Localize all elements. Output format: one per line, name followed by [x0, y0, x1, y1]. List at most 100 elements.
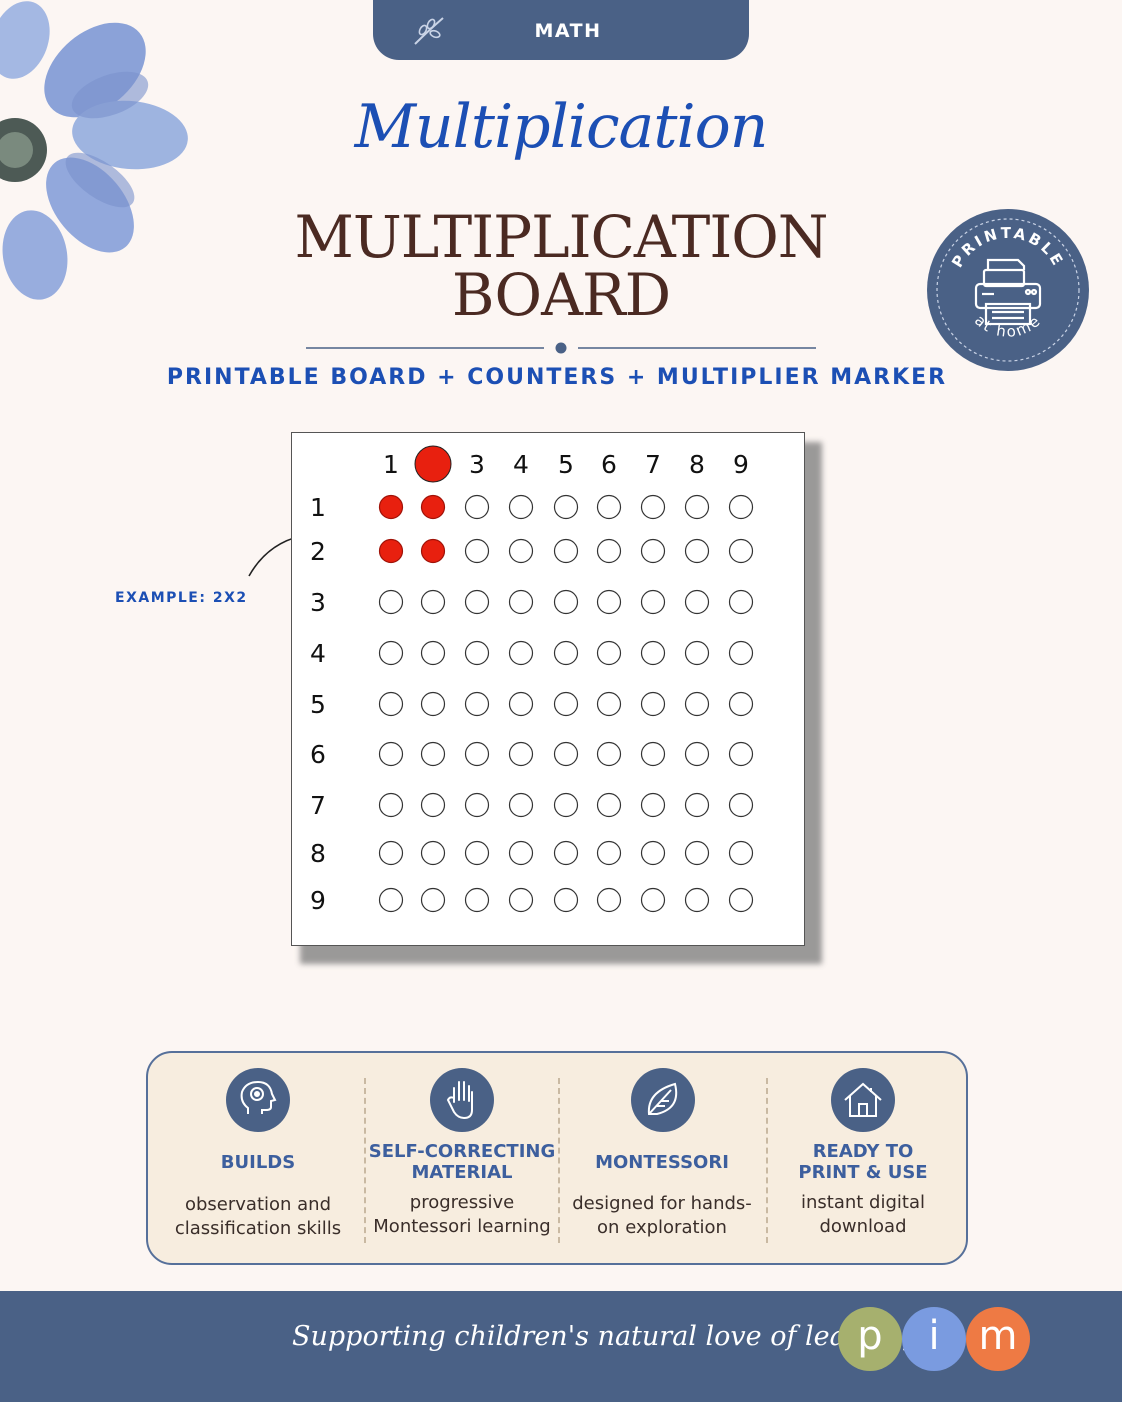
counter-empty	[596, 792, 622, 818]
features-box: BUILDS observation and classification sk…	[146, 1051, 968, 1265]
feature-title-line: MATERIAL	[411, 1162, 513, 1183]
counter-empty	[464, 691, 490, 717]
counter-empty	[728, 589, 754, 615]
feature-desc-line: download	[819, 1216, 907, 1237]
row-label: 7	[310, 791, 326, 820]
counter-empty	[508, 538, 534, 564]
column-label: 9	[733, 450, 749, 479]
logo-letter: i	[928, 1313, 940, 1359]
printer-icon	[974, 258, 1042, 326]
counter-filled	[420, 494, 446, 520]
hand-icon	[430, 1068, 494, 1132]
counter-empty	[378, 640, 404, 666]
feature-title: READY TO PRINT & USE	[770, 1141, 956, 1183]
counter-empty	[596, 840, 622, 866]
row-label: 8	[310, 839, 326, 868]
feature-title-line: READY TO	[812, 1141, 914, 1162]
counter-empty	[508, 494, 534, 520]
counter-empty	[420, 840, 446, 866]
counter-empty	[684, 589, 710, 615]
feature-title: MONTESSORI	[595, 1152, 729, 1173]
counter-empty	[640, 741, 666, 767]
feature-separator	[558, 1078, 560, 1243]
column-label: 5	[558, 450, 574, 479]
counter-empty	[728, 538, 754, 564]
counter-empty	[420, 691, 446, 717]
feature-separator	[766, 1078, 768, 1243]
row-label: 2	[310, 537, 326, 566]
counter-empty	[728, 494, 754, 520]
feature-self-correcting: SELF-CORRECTING MATERIAL progressive Mon…	[363, 1053, 561, 1263]
leaf-icon	[631, 1068, 695, 1132]
counter-empty	[420, 792, 446, 818]
counter-empty	[728, 840, 754, 866]
counter-empty	[508, 691, 534, 717]
counter-empty	[508, 589, 534, 615]
counter-empty	[508, 640, 534, 666]
column-label: 4	[513, 450, 529, 479]
feature-description: designed for hands- on exploration	[566, 1192, 758, 1240]
feature-desc-line: on exploration	[597, 1217, 727, 1238]
flower-decoration	[0, 0, 200, 324]
counter-empty	[553, 640, 579, 666]
counter-empty	[728, 741, 754, 767]
counter-empty	[640, 589, 666, 615]
counter-empty	[378, 792, 404, 818]
counter-empty	[464, 494, 490, 520]
counter-empty	[596, 494, 622, 520]
counter-empty	[684, 792, 710, 818]
counter-empty	[640, 691, 666, 717]
counter-empty	[596, 640, 622, 666]
footer-tagline: Supporting children's natural love of le…	[292, 1321, 920, 1352]
script-title: Multiplication	[354, 92, 769, 162]
column-label: 3	[469, 450, 485, 479]
counter-empty	[553, 589, 579, 615]
counter-empty	[420, 589, 446, 615]
counter-filled	[378, 494, 404, 520]
counter-empty	[684, 840, 710, 866]
counter-empty	[508, 887, 534, 913]
feature-builds: BUILDS observation and classification sk…	[168, 1053, 348, 1263]
category-label: MATH	[534, 20, 602, 42]
row-label: 9	[310, 886, 326, 915]
title-divider	[306, 342, 816, 354]
row-label: 4	[310, 639, 326, 668]
counter-empty	[684, 538, 710, 564]
feature-separator	[364, 1078, 366, 1243]
feature-ready-to-print: READY TO PRINT & USE instant digital dow…	[770, 1053, 956, 1263]
feature-description: progressive Montessori learning	[363, 1191, 561, 1239]
row-label: 3	[310, 588, 326, 617]
logo-letter: p	[857, 1313, 883, 1359]
counter-empty	[464, 840, 490, 866]
feature-desc-line: instant digital	[800, 1192, 925, 1213]
logo-letter-m: m	[966, 1307, 1030, 1371]
counter-empty	[378, 589, 404, 615]
feature-desc-line: observation and	[184, 1194, 332, 1215]
category-tab: MATH	[373, 0, 749, 60]
counter-empty	[640, 840, 666, 866]
counter-empty	[553, 840, 579, 866]
counter-empty	[553, 887, 579, 913]
subtitle: PRINTABLE BOARD + COUNTERS + MULTIPLIER …	[166, 365, 948, 390]
counter-empty	[728, 640, 754, 666]
counter-empty	[378, 887, 404, 913]
page-title-line1: MULTIPLICATION	[294, 203, 828, 271]
counter-empty	[684, 494, 710, 520]
column-label: 8	[689, 450, 705, 479]
counter-empty	[464, 589, 490, 615]
counter-empty	[420, 887, 446, 913]
counter-empty	[684, 691, 710, 717]
counter-empty	[640, 887, 666, 913]
feature-title-line: PRINT & USE	[798, 1162, 928, 1183]
logo-letter-p: p	[838, 1307, 902, 1371]
logo-letter-i: i	[902, 1307, 966, 1371]
counter-empty	[684, 640, 710, 666]
counter-empty	[553, 494, 579, 520]
counter-empty	[596, 589, 622, 615]
head-icon	[226, 1068, 290, 1132]
counter-empty	[553, 792, 579, 818]
counter-empty	[464, 887, 490, 913]
counter-empty	[596, 538, 622, 564]
house-icon	[831, 1068, 895, 1132]
counter-empty	[728, 691, 754, 717]
